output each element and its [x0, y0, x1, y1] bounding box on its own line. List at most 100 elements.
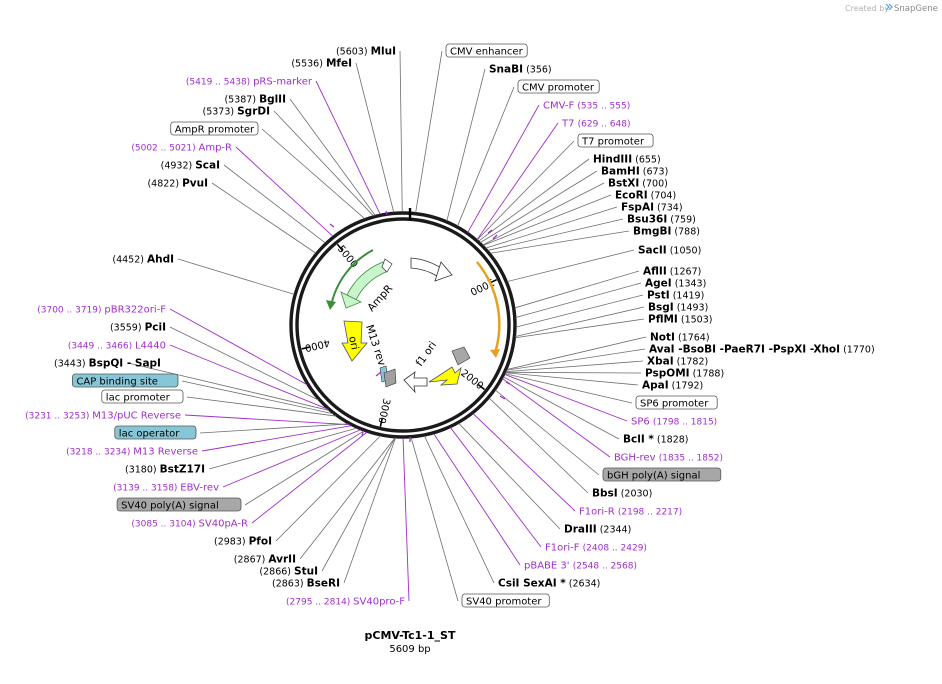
- site-position: (1419): [670, 291, 705, 302]
- map-label-primer[interactable]: (3231 .. 3253) M13/pUC Reverse: [25, 411, 181, 422]
- map-label-site[interactable]: AflII (1267): [643, 266, 701, 278]
- map-label-site[interactable]: (3559) PciI: [110, 322, 166, 334]
- leader-line: [514, 270, 640, 309]
- map-label-site[interactable]: HindIII (655): [593, 154, 661, 166]
- map-label-primer[interactable]: SP6 (1798 .. 1815): [631, 417, 717, 428]
- map-label-primer[interactable]: (3085 .. 3104) SV40pA-R: [131, 519, 248, 530]
- map-label-feature[interactable]: SP6 promoter: [635, 395, 718, 410]
- map-label-primer[interactable]: (2795 .. 2814) SV40pro-F: [286, 597, 405, 608]
- map-label-feature[interactable]: AmpR promoter: [170, 121, 259, 136]
- site-position: (673): [640, 167, 669, 178]
- primer-tick-t7: [492, 234, 498, 240]
- primer-range: (3218 .. 3234): [66, 448, 133, 458]
- map-label-site[interactable]: BclI * (1828): [623, 434, 689, 446]
- site-position: (2863): [272, 579, 307, 590]
- map-label-site[interactable]: PstI (1419): [647, 290, 704, 302]
- map-label-site[interactable]: BsgI (1493): [648, 302, 708, 314]
- lac-block-2: [383, 368, 397, 388]
- map-label-site[interactable]: SnaBI (356): [489, 64, 552, 76]
- map-label-site[interactable]: (3443) BspQI - SapI: [54, 358, 161, 370]
- label-text: EcoRI (704): [615, 190, 676, 202]
- map-label-feature[interactable]: T7 promoter: [577, 133, 654, 148]
- leader-line: [355, 62, 395, 213]
- snapgene-logo-icon: [885, 3, 893, 11]
- map-label-primer[interactable]: F1ori-F (2408 .. 2429): [545, 543, 647, 554]
- label-text: DraIII (2344): [564, 524, 631, 536]
- map-label-site[interactable]: BmgBI (788): [633, 226, 700, 238]
- map-label-site[interactable]: AvaI -BsoBI -PaeR7I -PspXI -XhoI (1770): [649, 344, 875, 356]
- map-label-primer[interactable]: F1ori-R (2198 .. 2217): [579, 507, 682, 518]
- map-label-site[interactable]: (3180) BstZ17I: [125, 464, 205, 476]
- primer-name: BGH-rev: [614, 453, 659, 464]
- map-label-primer[interactable]: (3449 .. 3466) L4440: [68, 341, 166, 352]
- leader-line: [515, 294, 644, 328]
- map-label-primer[interactable]: (5002 .. 5021) Amp-R: [131, 143, 232, 154]
- map-label-site[interactable]: (4452) AhdI: [112, 254, 174, 266]
- map-label-site[interactable]: (5387) BglII: [224, 94, 286, 106]
- map-label-feature[interactable]: CMV enhancer: [445, 43, 528, 58]
- map-label-site[interactable]: FspAI (734): [621, 202, 683, 214]
- map-label-site[interactable]: PspOMI (1788): [645, 368, 724, 380]
- insert-arc-head: [490, 349, 500, 358]
- map-label-feature[interactable]: SV40 poly(A) signal: [116, 497, 242, 512]
- site-name: PspOMI: [645, 368, 690, 380]
- map-label-site[interactable]: (4822) PvuI: [147, 178, 208, 190]
- map-label-site[interactable]: PflMI (1503): [648, 314, 712, 326]
- map-label-site[interactable]: NotI (1764): [650, 332, 710, 344]
- map-label-site[interactable]: BstXI (700): [608, 178, 668, 190]
- site-position: (4932): [161, 161, 196, 172]
- map-label-site[interactable]: CsiI SexAI * (2634): [498, 578, 600, 590]
- leader-line: [184, 414, 350, 426]
- map-label-site[interactable]: DraIII (2344): [564, 524, 631, 536]
- map-label-feature[interactable]: lac operator: [114, 425, 197, 440]
- cmv-enhancer-head: [434, 261, 453, 282]
- map-label-primer[interactable]: CMV-F (535 .. 555): [543, 101, 630, 112]
- leader-line: [223, 164, 326, 244]
- map-label-feature[interactable]: CAP binding site: [72, 373, 179, 388]
- tick-label: 5000: [335, 244, 360, 271]
- map-label-site[interactable]: (5373) SgrDI: [203, 106, 271, 118]
- leader-line: [446, 68, 486, 221]
- map-label-site[interactable]: BamHI (673): [601, 166, 668, 178]
- map-label-primer[interactable]: (5419 .. 5438) pRS-marker: [186, 77, 313, 88]
- m13rev-label: M13 rev: [363, 323, 388, 367]
- map-label-site[interactable]: (5603) MluI: [336, 46, 396, 58]
- leader-line: [343, 437, 396, 584]
- map-label-site[interactable]: (2867) AvrII: [234, 554, 296, 566]
- map-label-site[interactable]: Bsu36I (759): [627, 214, 696, 226]
- leader-line: [505, 371, 642, 374]
- map-label-site[interactable]: EcoRI (704): [615, 190, 676, 202]
- map-label-site[interactable]: ApaI (1792): [642, 380, 703, 392]
- map-label-primer[interactable]: pBABE 3' (2548 .. 2568): [524, 561, 637, 572]
- map-label-primer[interactable]: BGH-rev (1835 .. 1852): [614, 453, 723, 464]
- map-label-site[interactable]: (5536) MfeI: [291, 58, 352, 70]
- leader-line: [402, 437, 410, 602]
- map-label-primer[interactable]: (3218 .. 3234) M13 Reverse: [66, 447, 198, 458]
- site-extra: - SapI: [123, 358, 161, 370]
- leader-line: [261, 128, 365, 220]
- map-label-feature[interactable]: bGH poly(A) signal: [602, 467, 722, 482]
- site-position: (5387): [224, 95, 259, 106]
- label-text: PflMI (1503): [648, 314, 712, 326]
- map-label-site[interactable]: XbaI (1782): [647, 356, 708, 368]
- map-label-site[interactable]: (2863) BseRI: [272, 578, 340, 590]
- label-text: SP6 (1798 .. 1815): [631, 417, 717, 428]
- map-label-site[interactable]: SacII (1050): [638, 245, 701, 257]
- primer-tick-cmv: [487, 229, 493, 234]
- map-label-feature[interactable]: CMV promoter: [517, 79, 600, 94]
- map-label-feature[interactable]: lac promoter: [101, 389, 184, 404]
- label-text: CMV promoter: [522, 83, 595, 94]
- map-label-primer[interactable]: (3139 .. 3158) EBV-rev: [113, 483, 219, 494]
- map-label-primer[interactable]: T7 (629 .. 648): [561, 119, 630, 130]
- map-label-site[interactable]: (2866) StuI: [259, 566, 318, 578]
- map-label-site[interactable]: AgeI (1343): [645, 278, 706, 290]
- map-label-site[interactable]: BbsI (2030): [592, 488, 652, 500]
- site-name: BstXI: [608, 178, 639, 190]
- map-label-site[interactable]: (4932) ScaI: [161, 160, 220, 172]
- leader-line: [127, 362, 329, 411]
- map-label-primer[interactable]: (3700 .. 3719) pBR322ori-F: [37, 305, 166, 316]
- primer-name: M13 Reverse: [133, 447, 198, 458]
- label-text: PspOMI (1788): [645, 368, 724, 380]
- map-label-feature[interactable]: SV40 promoter: [461, 593, 550, 608]
- map-label-site[interactable]: (2983) PfoI: [214, 536, 272, 548]
